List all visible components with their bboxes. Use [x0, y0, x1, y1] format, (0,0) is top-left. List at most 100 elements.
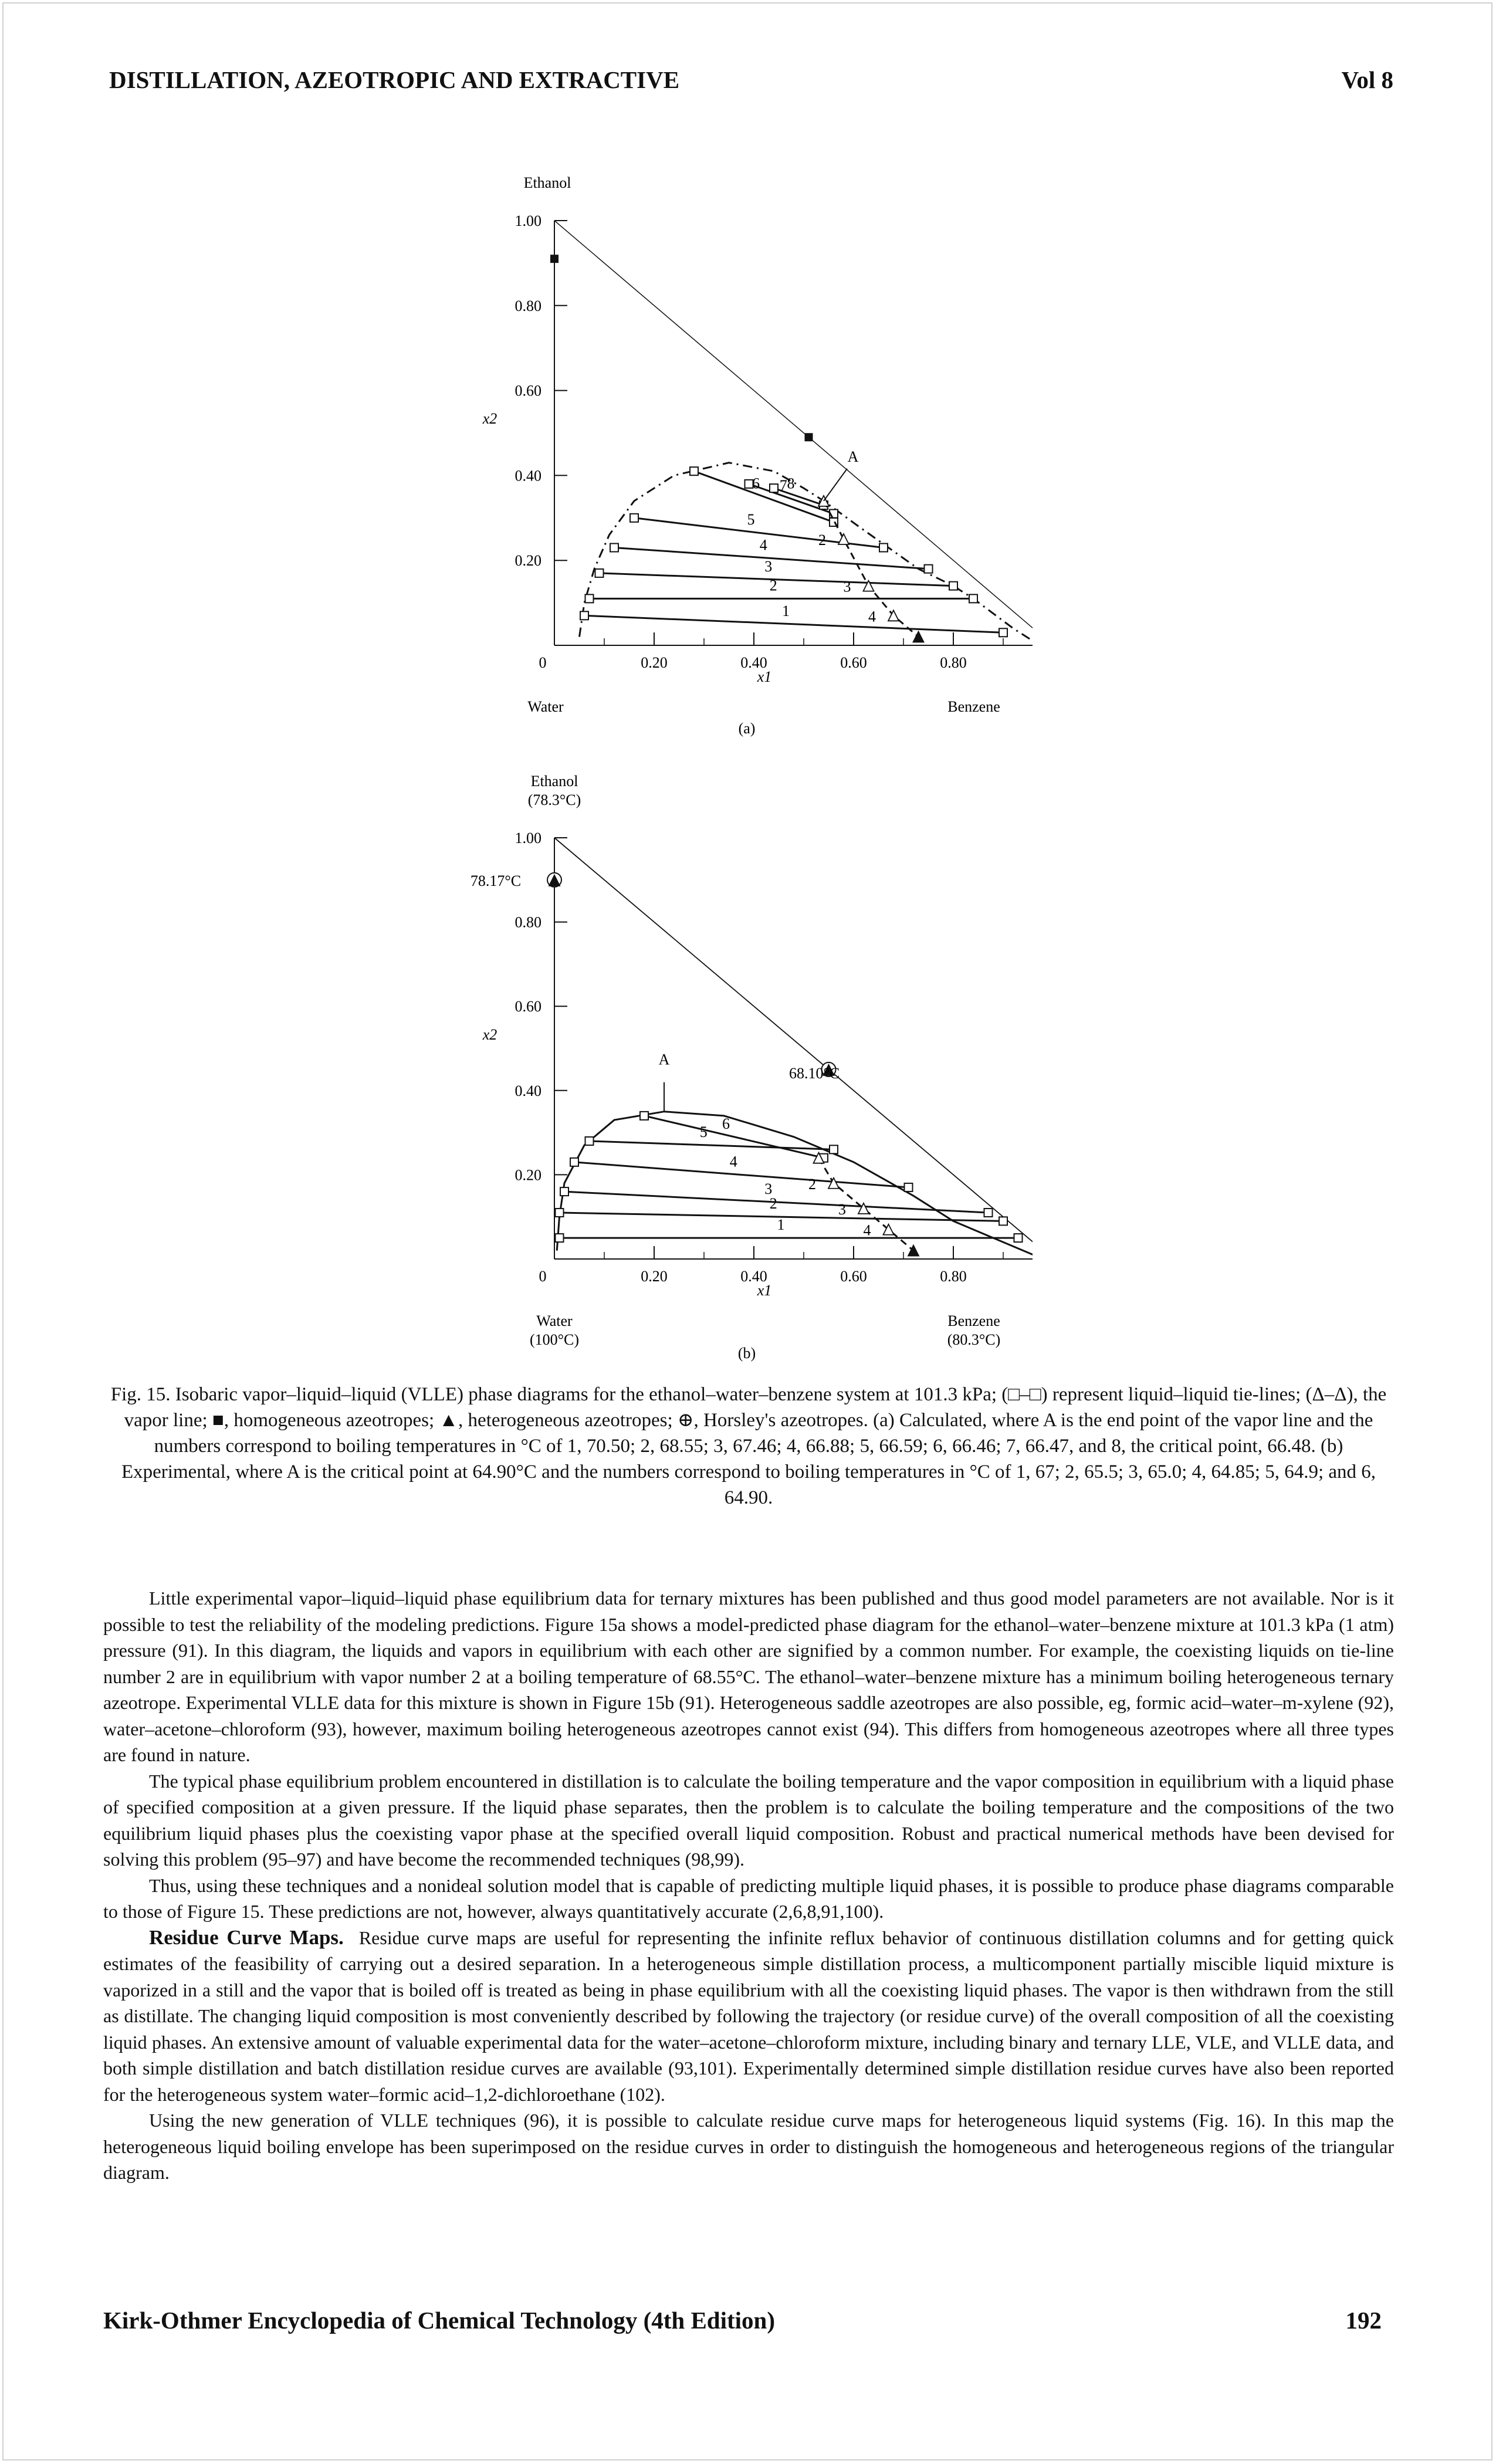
tie-line-label: 1 — [782, 603, 790, 620]
figure-caption: Fig. 15. Isobaric vapor–liquid–liquid (V… — [110, 1384, 1387, 1508]
x-tick-label: 0.80 — [940, 1268, 967, 1285]
x-tick-label: 0.20 — [641, 1268, 668, 1285]
tie-line — [574, 1161, 909, 1189]
tie-line-end-marker — [629, 513, 639, 523]
y-tick-label: 1.00 — [515, 830, 542, 847]
heterogeneous-azeotrope-marker — [907, 1244, 920, 1257]
tie-line-end-marker — [639, 1111, 649, 1121]
y-tick-label: 0.40 — [515, 467, 542, 484]
corner-label-water: Water — [527, 698, 564, 715]
tie-line — [599, 572, 954, 587]
vapor-marker — [827, 1176, 840, 1189]
hypotenuse — [554, 220, 1033, 629]
tie-line-end-marker — [879, 543, 888, 553]
y-axis-label: x2 — [482, 1026, 497, 1043]
vapor-marker — [887, 609, 900, 622]
vapor-marker — [857, 1201, 870, 1214]
vapor-marker-label: 2 — [818, 532, 826, 549]
paragraph: The typical phase equilibrium problem en… — [103, 1770, 1394, 1870]
corner-label-ethanol: Ethanol — [531, 773, 578, 790]
y-tick-label: 0.60 — [515, 998, 542, 1015]
tie-line-label: 4 — [730, 1153, 737, 1170]
running-header-title: DISTILLATION, AZEOTROPIC AND EXTRACTIVE — [109, 66, 680, 93]
tie-line-end-marker — [969, 594, 978, 604]
tie-line-end-marker — [554, 1208, 564, 1218]
tie-line-label: 2 — [770, 577, 777, 594]
tie-line-end-marker — [769, 483, 779, 493]
tie-line — [584, 614, 1004, 634]
corner-temp-benzene: (80.3°C) — [947, 1331, 1001, 1348]
tie-line-label: 5 — [700, 1123, 708, 1140]
y-tick-label: 1.00 — [515, 212, 542, 229]
horsley-azeotrope-marker-triangle — [823, 1063, 835, 1076]
binodal-curve — [556, 1111, 1033, 1256]
vapor-marker-label: 2 — [808, 1176, 816, 1193]
tie-line — [773, 487, 824, 506]
tie-line — [559, 1211, 1004, 1222]
y-tick-label: 0.80 — [515, 914, 542, 931]
tie-line-end-marker — [999, 1216, 1008, 1226]
y-tick-label: 0.40 — [515, 1082, 542, 1099]
x-tick-label: 0.60 — [840, 654, 867, 671]
tie-line-end-marker — [594, 568, 604, 578]
tie-line-end-marker — [999, 628, 1008, 638]
y-ticks: 1.000.800.600.400.20 — [515, 830, 567, 1183]
tie-line-label: 4 — [760, 537, 767, 554]
tie-line — [589, 1140, 834, 1150]
paragraph: Thus, using these techniques and a nonid… — [103, 1874, 1394, 1923]
vapor-marker-label: 3 — [844, 578, 851, 595]
vapor-marker-label: 4 — [868, 608, 876, 625]
tie-line-end-marker — [560, 1187, 569, 1197]
tie-line-end-marker — [689, 466, 699, 476]
tie-line-label: 3 — [764, 1180, 772, 1197]
tie-line — [564, 1190, 989, 1214]
x-tick-label: 0.80 — [940, 654, 967, 671]
horsley-azeotrope-marker-triangle — [548, 874, 561, 886]
tie-line-label: 3 — [764, 558, 772, 575]
vapor-marker — [813, 1151, 825, 1164]
corner-label-water: Water — [536, 1312, 573, 1329]
tie-line-label: 2 — [770, 1195, 777, 1212]
tie-line-end-marker — [554, 1233, 564, 1243]
critical-point-label: A — [659, 1051, 670, 1068]
corner-label-ethanol: Ethanol — [524, 174, 571, 191]
tie-line — [644, 1115, 824, 1159]
azeotrope-temp-edge: 68.10°C — [789, 1065, 840, 1082]
x-tick-label: 0 — [539, 654, 547, 671]
homogeneous-azeotrope-marker — [804, 433, 813, 442]
paragraph: Little experimental vapor–liquid–liquid … — [103, 1588, 1394, 1765]
tie-line-label: 5 — [747, 511, 755, 528]
tie-line — [693, 470, 834, 523]
panel-label: (a) — [739, 720, 756, 737]
tie-line-label: 1 — [777, 1216, 785, 1233]
x-tick-label: 0.20 — [641, 654, 668, 671]
x-ticks: 00.200.400.600.801.00 — [539, 632, 1004, 671]
x-tick-label: 0.40 — [740, 1268, 767, 1285]
azeotrope-temp-binary: 78.17°C — [471, 872, 521, 889]
corner-temp-ethanol: (78.3°C) — [528, 791, 581, 808]
tie-line-end-marker — [829, 1145, 838, 1155]
x-tick-label: 0.60 — [840, 1268, 867, 1285]
y-tick-label: 0.20 — [515, 552, 542, 569]
vapor-marker — [837, 532, 850, 545]
tie-line-end-marker — [584, 594, 594, 604]
corner-label-benzene: Benzene — [947, 1312, 1000, 1329]
homogeneous-azeotrope-marker — [550, 255, 559, 263]
footer-page-number: 192 — [1345, 2307, 1382, 2334]
vapor-marker-label: 4 — [864, 1222, 871, 1239]
tie-line-end-marker — [570, 1157, 579, 1167]
figure-15b: Ethanol (78.3°C) 1.00 0.80 0.60 0.40 0.20 0 0… — [471, 773, 1033, 1362]
vapor-marker — [882, 1223, 895, 1236]
body-text: Little experimental vapor–liquid–liquid … — [103, 1585, 1394, 2186]
paragraph-residue-curve-maps: Residue Curve Maps. Residue curve maps a… — [103, 1925, 1394, 2108]
panel-label: (b) — [738, 1345, 756, 1362]
x-tick-label: 0 — [539, 1268, 547, 1285]
y-axis-label: x2 — [482, 410, 497, 427]
section-heading: Residue Curve Maps. — [149, 1925, 344, 1949]
critical-point-label: A — [848, 448, 859, 465]
tie-line — [614, 546, 929, 570]
paragraph: Using the new generation of VLLE techniq… — [103, 2110, 1394, 2183]
vapor-marker — [862, 579, 875, 592]
